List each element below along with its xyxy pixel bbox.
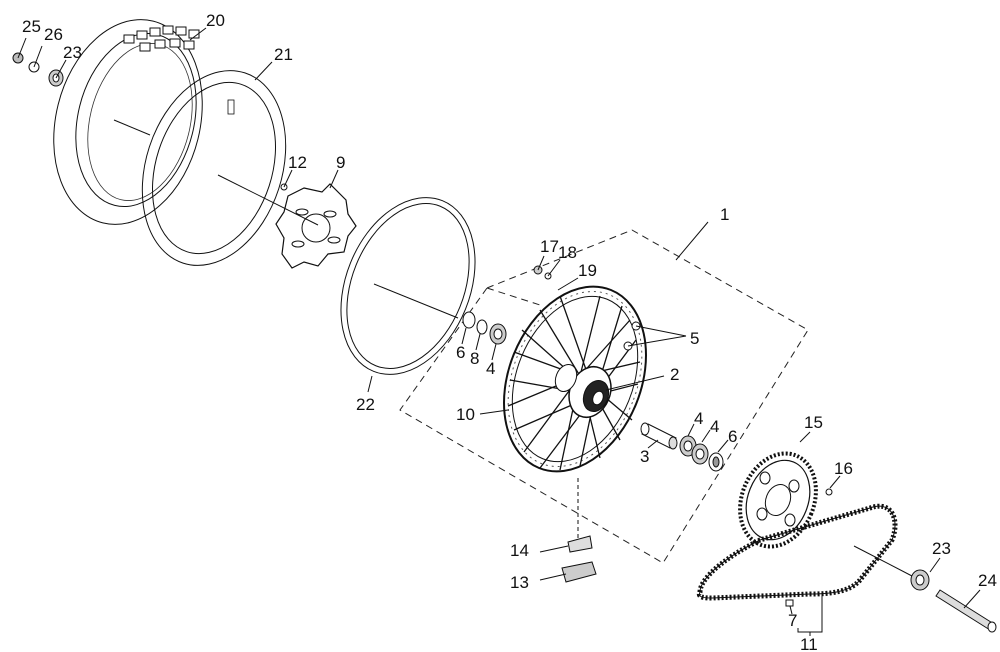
label-part-26: 26 bbox=[44, 25, 63, 44]
label-part-2: 2 bbox=[670, 365, 679, 384]
leader-lines bbox=[17, 27, 981, 636]
rim-lock bbox=[561, 561, 597, 583]
tire-tread-blocks bbox=[123, 25, 200, 52]
label-part-5: 5 bbox=[690, 329, 699, 348]
label-part-10: 10 bbox=[456, 405, 475, 424]
seal-right bbox=[708, 452, 724, 472]
rim-band bbox=[340, 197, 476, 375]
label-part-6-right: 6 bbox=[728, 427, 737, 446]
label-part-6: 6 bbox=[456, 343, 465, 362]
label-part-7: 7 bbox=[788, 611, 797, 630]
label-part-25: 25 bbox=[22, 17, 41, 36]
wheel-hub bbox=[554, 363, 612, 418]
label-part-23-right: 23 bbox=[932, 539, 951, 558]
bearing-left bbox=[489, 323, 507, 345]
label-part-9: 9 bbox=[336, 153, 345, 172]
label-part-12: 12 bbox=[288, 153, 307, 172]
tire bbox=[53, 19, 203, 225]
label-part-20: 20 bbox=[206, 11, 225, 30]
label-part-15: 15 bbox=[804, 413, 823, 432]
spacer-right bbox=[910, 569, 930, 591]
label-part-21: 21 bbox=[274, 45, 293, 64]
label-part-4-right-2: 4 bbox=[710, 417, 719, 436]
brake-disc bbox=[275, 183, 357, 269]
sprocket-bolt bbox=[825, 488, 833, 496]
assembly-1-boundary bbox=[399, 229, 809, 564]
wheel-rim bbox=[503, 285, 647, 473]
label-part-8: 8 bbox=[470, 349, 479, 368]
sprocket bbox=[738, 451, 818, 549]
label-part-13: 13 bbox=[510, 573, 529, 592]
label-part-14: 14 bbox=[510, 541, 529, 560]
label-part-3: 3 bbox=[640, 447, 649, 466]
label-part-1: 1 bbox=[720, 205, 729, 224]
label-part-18: 18 bbox=[558, 243, 577, 262]
label-part-17: 17 bbox=[540, 237, 559, 256]
label-part-22: 22 bbox=[356, 395, 375, 414]
label-part-11: 11 bbox=[800, 635, 818, 652]
label-part-4: 4 bbox=[486, 359, 495, 378]
spoke-nipples bbox=[623, 321, 641, 351]
circlip bbox=[476, 319, 488, 335]
label-part-16: 16 bbox=[834, 459, 853, 478]
rim-lock-pad bbox=[567, 535, 593, 553]
label-part-23: 23 bbox=[63, 43, 82, 62]
label-part-19: 19 bbox=[578, 261, 597, 280]
part-labels: 25 26 23 20 21 12 9 17 18 19 1 5 2 6 8 4… bbox=[22, 11, 997, 652]
drive-chain bbox=[696, 503, 898, 601]
spacer-tube bbox=[640, 422, 678, 450]
label-part-4-right-1: 4 bbox=[694, 409, 703, 428]
rear-axle bbox=[935, 589, 997, 633]
label-part-24: 24 bbox=[978, 571, 997, 590]
bearing-right-2 bbox=[691, 443, 709, 465]
chain-master-link bbox=[785, 599, 794, 607]
inner-tube bbox=[141, 70, 287, 266]
seal-left bbox=[462, 311, 476, 329]
